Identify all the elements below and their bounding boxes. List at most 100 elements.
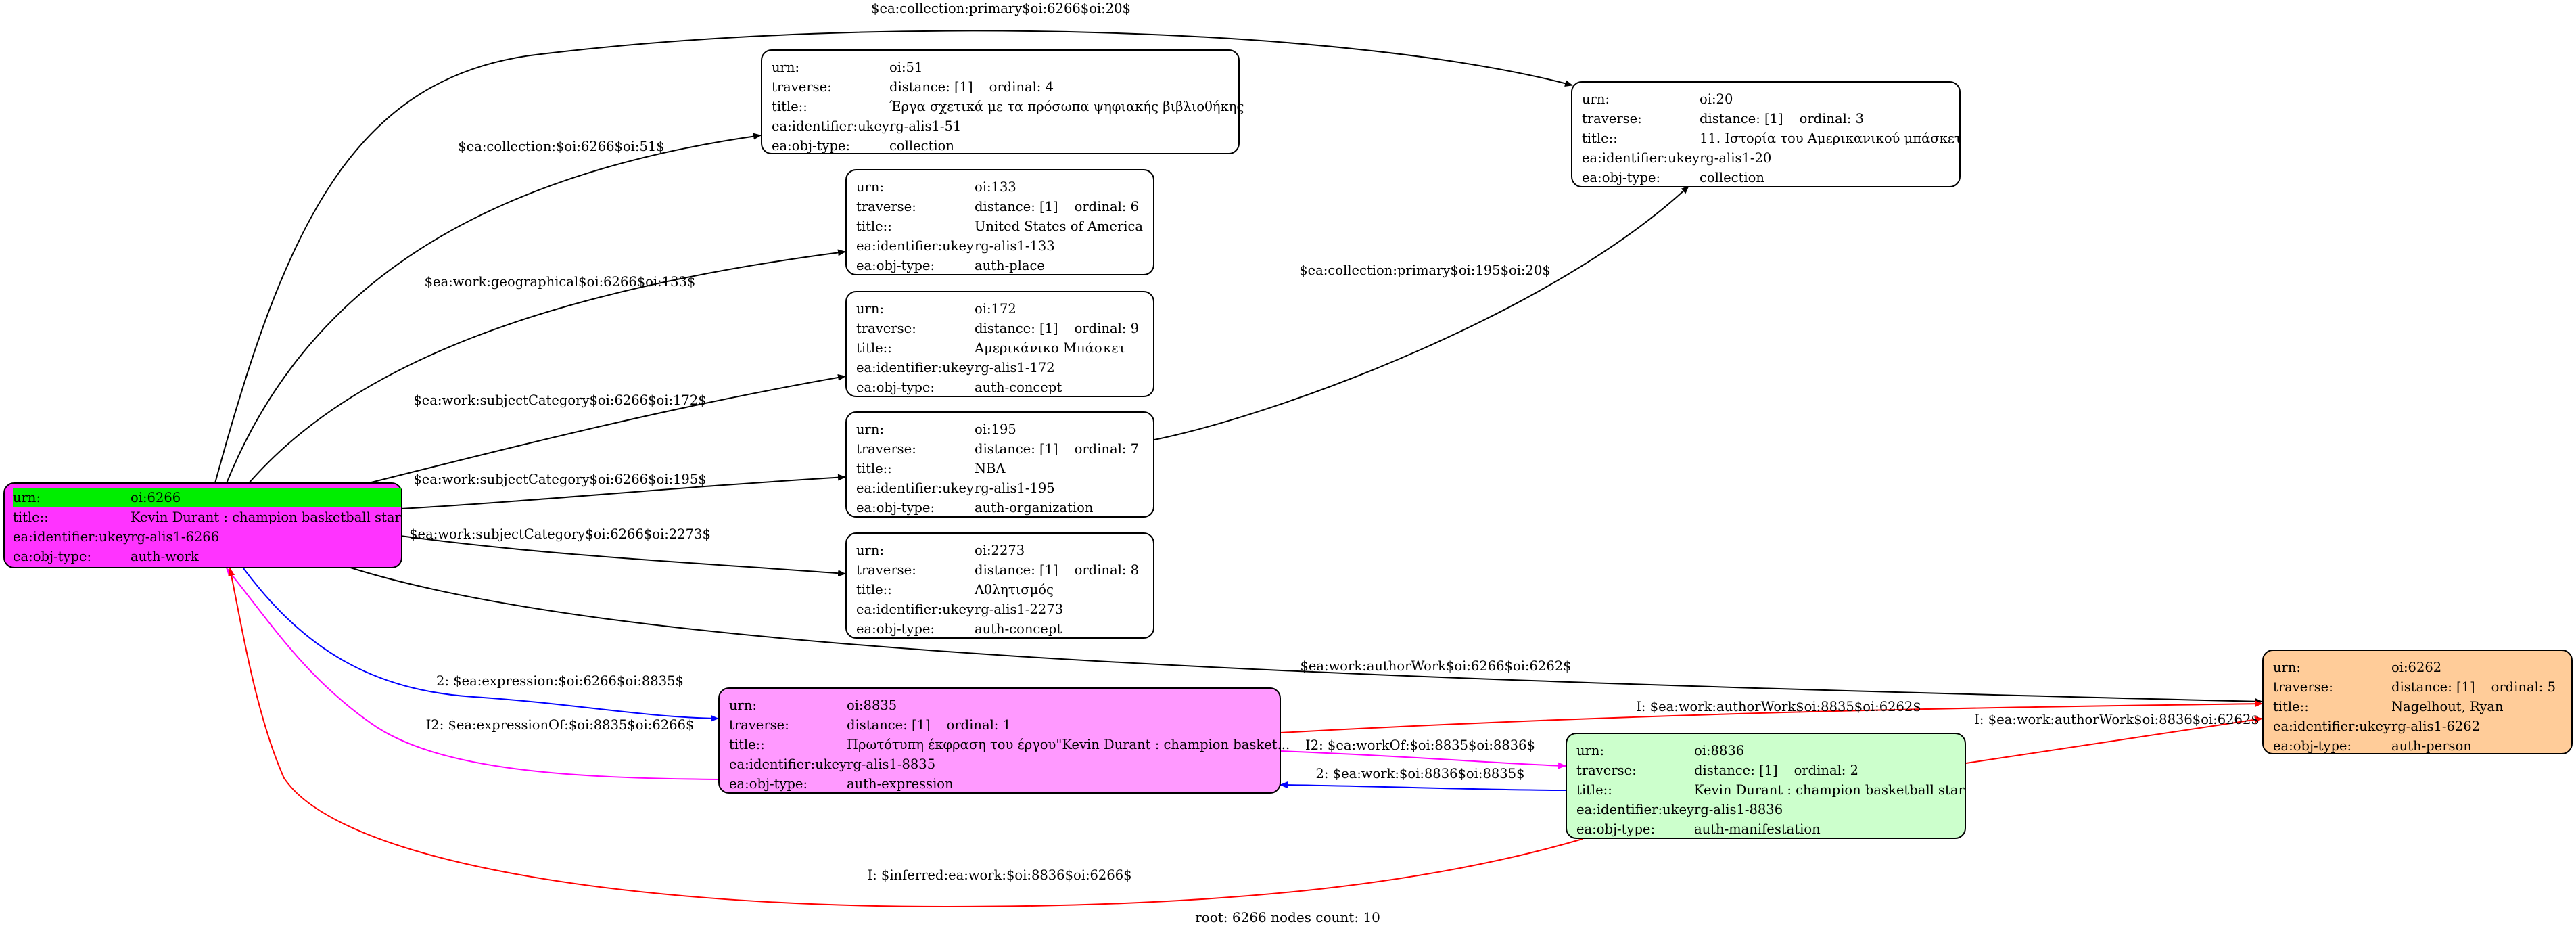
edge-label-172: $ea:work:subjectCategory$oi:6266$oi:172$	[413, 392, 707, 408]
node-oi-6262[interactable]: urn: oi:6262 traverse: distance: [1] ordina…	[2262, 650, 2573, 754]
type-key: ea:obj-type:	[856, 380, 935, 395]
node-oi-2273[interactable]: urn:oi:2273 traverse:distance: [1]ordina…	[845, 532, 1154, 639]
type-value: collection	[889, 138, 954, 154]
ukey-value: rg-alis1-195	[975, 480, 1055, 496]
distance: distance: [1]	[1694, 763, 1778, 778]
node-oi-133[interactable]: urn:oi:133 traverse:distance: [1]ordinal…	[845, 169, 1154, 275]
type-value: auth-concept	[975, 380, 1062, 395]
edge-label-8836-6262: I: $ea:work:authorWork$oi:8836$oi:6262$	[1974, 712, 2259, 727]
node-oi-20[interactable]: urn:oi:20 traverse:distance: [1]ordinal:…	[1571, 81, 1962, 187]
ordinal: ordinal: 3	[1799, 111, 1864, 127]
urn-key: urn:	[2273, 660, 2301, 675]
distance: distance: [1]	[847, 717, 931, 733]
ukey-key: ea:identifier:ukey	[1576, 802, 1694, 817]
traverse-value: distance: [1]ordinal: 3	[1700, 109, 1962, 129]
title-key: title::	[856, 340, 892, 356]
urn-key: urn:	[729, 698, 757, 713]
type-key: ea:obj-type:	[729, 776, 808, 792]
urn-value: oi:2273	[975, 543, 1025, 558]
ukey-key: ea:identifier:ukey	[856, 238, 974, 254]
edge-label-6262: $ea:work:authorWork$oi:6266$oi:6262$	[1300, 658, 1572, 674]
type-value: auth-expression	[847, 776, 954, 792]
urn-key: urn:	[1582, 91, 1610, 107]
edge-6266-20	[214, 30, 1573, 484]
urn-key: urn:	[856, 543, 885, 558]
title-value: Πρωτότυπη έκφραση του έργου"Kevin Durant…	[847, 737, 1290, 752]
title-key: title::	[856, 219, 892, 234]
traverse-value: distance: [1]ordinal: 7	[975, 439, 1139, 459]
traverse-key: traverse:	[729, 717, 789, 733]
edge-label-expressionOf: I2: $ea:expressionOf:$oi:8835$oi:6266$	[425, 717, 695, 733]
traverse-key: traverse:	[772, 79, 832, 95]
traverse-value: distance: [1]ordinal: 9	[975, 319, 1139, 338]
urn-value: oi:6266	[131, 488, 401, 507]
node-oi-195[interactable]: urn:oi:195 traverse:distance: [1]ordinal…	[845, 411, 1154, 518]
ordinal: ordinal: 1	[946, 717, 1011, 733]
edge-label-195-20: $ea:collection:primary$oi:195$oi:20$	[1299, 263, 1551, 278]
ordinal: ordinal: 4	[989, 79, 1054, 95]
type-key: ea:obj-type:	[856, 258, 935, 273]
ordinal: ordinal: 8	[1074, 562, 1139, 578]
urn-key: urn:	[772, 60, 800, 75]
ukey-value: rg-alis1-6262	[2391, 719, 2481, 734]
type-key: ea:obj-type:	[1582, 170, 1661, 185]
title-value: Nagelhout, Ryan	[2391, 699, 2504, 714]
traverse-key: traverse:	[856, 321, 916, 336]
title-value: NBA	[975, 461, 1006, 476]
ukey-key: ea:identifier:ukey	[856, 480, 974, 496]
title-key: title::	[856, 461, 892, 476]
distance: distance: [1]	[975, 562, 1058, 578]
type-value: auth-manifestation	[1694, 821, 1821, 837]
ukey-key: ea:identifier:ukey	[13, 529, 131, 545]
type-key: ea:obj-type:	[856, 500, 935, 516]
type-value: auth-person	[2391, 738, 2472, 754]
edge-6266-8835	[243, 568, 719, 722]
title-value: Αμερικάνικο Μπάσκετ	[975, 340, 1126, 356]
traverse-key: traverse:	[1576, 763, 1637, 778]
title-key: title::	[13, 509, 49, 525]
edge-label-workOf: I2: $ea:workOf:$oi:8835$oi:8836$	[1305, 737, 1535, 753]
urn-value: oi:172	[975, 301, 1016, 317]
edge-6266-195	[400, 474, 846, 509]
ordinal: ordinal: 5	[2491, 679, 2556, 695]
ordinal: ordinal: 7	[1074, 441, 1139, 457]
title-value: Kevin Durant : champion basketball star	[131, 509, 401, 525]
distance: distance: [1]	[2391, 679, 2475, 695]
title-key: title::	[2273, 699, 2309, 714]
urn-value: oi:20	[1700, 91, 1733, 107]
traverse-value: distance: [1]ordinal: 2	[1694, 760, 1965, 780]
urn-key: urn:	[856, 301, 885, 317]
urn-value: oi:6262	[2391, 660, 2442, 675]
edge-label-133: $ea:work:geographical$oi:6266$oi:133$	[424, 274, 696, 290]
title-value: 11. Ιστορία του Αμερικανικού μπάσκετ	[1700, 131, 1962, 146]
node-oi-6266[interactable]: urn:oi:6266 title::Kevin Durant : champi…	[3, 482, 402, 568]
type-key: ea:obj-type:	[772, 138, 851, 154]
ukey-value: rg-alis1-6266	[131, 529, 220, 545]
node-oi-8836[interactable]: urn:oi:8836 traverse:distance: [1]ordina…	[1566, 733, 1966, 839]
ordinal: ordinal: 9	[1074, 321, 1139, 336]
edge-8836-6266	[228, 568, 1583, 908]
node-oi-8835[interactable]: urn: oi:8835 traverse: distance: [1] ordina…	[718, 687, 1290, 794]
type-key: ea:obj-type:	[13, 549, 92, 564]
ukey-value: rg-alis1-2273	[975, 601, 1064, 617]
edge-label-expression: 2: $ea:expression:$oi:6266$oi:8835$	[436, 673, 684, 689]
ordinal: ordinal: 6	[1074, 199, 1139, 214]
edge-8835-6266	[226, 568, 719, 780]
type-value: auth-work	[131, 549, 199, 564]
distance: distance: [1]	[889, 79, 973, 95]
edge-8836-8835	[1280, 781, 1566, 791]
urn-value: oi:8836	[1694, 743, 1745, 758]
urn-key: urn:	[13, 488, 131, 507]
urn-value: oi:8835	[847, 698, 897, 713]
ukey-key: ea:identifier:ukey	[2273, 719, 2391, 734]
ukey-value: rg-alis1-20	[1700, 150, 1772, 166]
title-value: Έργα σχετικά με τα πρόσωπα ψηφιακής βιβλ…	[889, 99, 1244, 114]
node-oi-51[interactable]: urn:oi:51 traverse:distance: [1]ordinal:…	[761, 49, 1244, 154]
title-value: Kevin Durant : champion basketball star	[1694, 782, 1965, 798]
title-key: title::	[856, 582, 892, 597]
edge-6266-51	[226, 133, 762, 484]
title-key: title::	[1576, 782, 1612, 798]
node-oi-172[interactable]: urn: oi:172 traverse: distance: [1]ordinal…	[845, 291, 1154, 397]
traverse-key: traverse:	[2273, 679, 2333, 695]
